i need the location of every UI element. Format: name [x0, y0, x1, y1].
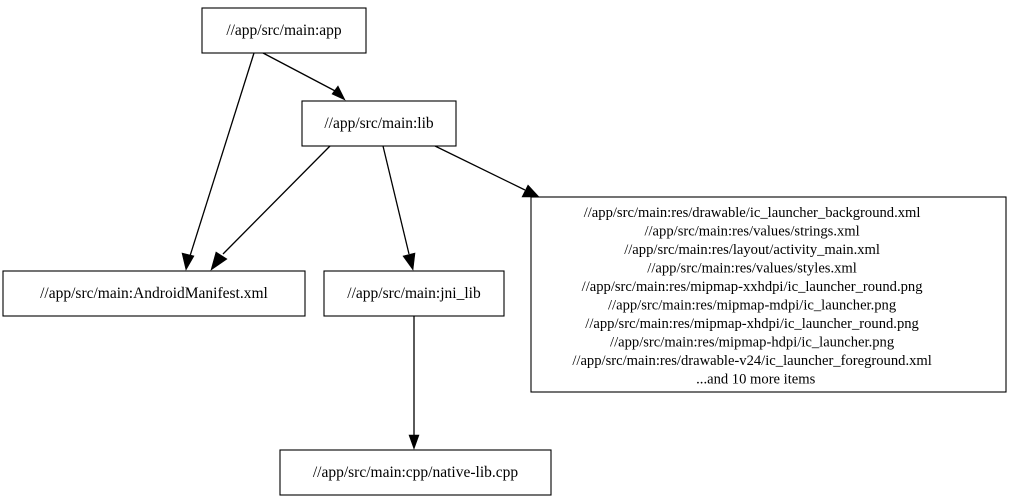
node-manifest[interactable]: //app/src/main:AndroidManifest.xml [2, 270, 306, 317]
node-resources[interactable]: //app/src/main:res/drawable/ic_launcher_… [530, 196, 1007, 393]
edge-app-to-manifest [181, 52, 255, 271]
edge-app-to-lib [262, 52, 346, 101]
node-box-lib[interactable] [301, 100, 457, 147]
resource-line-0: //app/src/main:res/drawable/ic_launcher_… [584, 205, 921, 221]
arrowhead-app-to-lib [331, 85, 346, 101]
resource-line-9: ...and 10 more items [696, 372, 815, 388]
node-label-native-lib: //app/src/main:cpp/native-lib.cpp [313, 464, 519, 481]
node-jni-lib[interactable]: //app/src/main:jni_lib [323, 270, 505, 317]
node-label-resources: //app/src/main:res/drawable/ic_launcher_… [572, 205, 964, 388]
node-label-jni-lib: //app/src/main:jni_lib [347, 285, 481, 302]
arrowhead-lib-to-resources [521, 184, 540, 198]
node-box-manifest[interactable] [2, 270, 306, 317]
resource-line-6: //app/src/main:res/mipmap-xhdpi/ic_launc… [585, 316, 919, 332]
edge-jni_lib-to-native_lib [408, 316, 420, 450]
node-native-lib[interactable]: //app/src/main:cpp/native-lib.cpp [279, 449, 552, 496]
resource-line-5: //app/src/main:res/mipmap-mdpi/ic_launch… [608, 298, 897, 314]
edge-lib-to-manifest [210, 145, 331, 271]
node-app[interactable]: //app/src/main:app [201, 7, 367, 54]
edge-lib-to-jni_lib [382, 145, 416, 271]
resource-line-3: //app/src/main:res/values/styles.xml [647, 261, 857, 277]
node-label-manifest: //app/src/main:AndroidManifest.xml [40, 285, 268, 302]
node-label-app: //app/src/main:app [226, 22, 342, 39]
edge-line-app-to-lib [262, 52, 340, 94]
resource-line-8: //app/src/main:res/drawable-v24/ic_launc… [572, 353, 931, 369]
resource-line-7: //app/src/main:res/mipmap-hdpi/ic_launch… [610, 335, 895, 351]
resource-line-1: //app/src/main:res/values/strings.xml [644, 224, 859, 240]
node-box-native-lib[interactable] [279, 449, 552, 496]
arrowhead-app-to-manifest [181, 252, 195, 271]
node-lib[interactable]: //app/src/main:lib [301, 100, 457, 147]
resource-line-2: //app/src/main:res/layout/activity_main.… [624, 242, 880, 258]
edge-lib-to-resources [434, 145, 540, 198]
arrowhead-lib-to-jni_lib [402, 252, 416, 271]
edge-line-lib-to-resources [434, 145, 526, 191]
arrowhead-jni_lib-to-native_lib [408, 434, 420, 450]
resource-line-4: //app/src/main:res/mipmap-xxhdpi/ic_laun… [582, 279, 924, 295]
edge-line-app-to-manifest [189, 52, 255, 257]
arrowhead-lib-to-manifest [210, 251, 228, 271]
node-box-jni-lib[interactable] [323, 270, 505, 317]
edge-line-lib-to-jni_lib [382, 145, 410, 255]
node-box-app[interactable] [201, 7, 367, 54]
node-box-resources[interactable] [530, 196, 1007, 393]
edge-line-lib-to-manifest [222, 145, 331, 255]
node-label-lib: //app/src/main:lib [324, 115, 434, 132]
